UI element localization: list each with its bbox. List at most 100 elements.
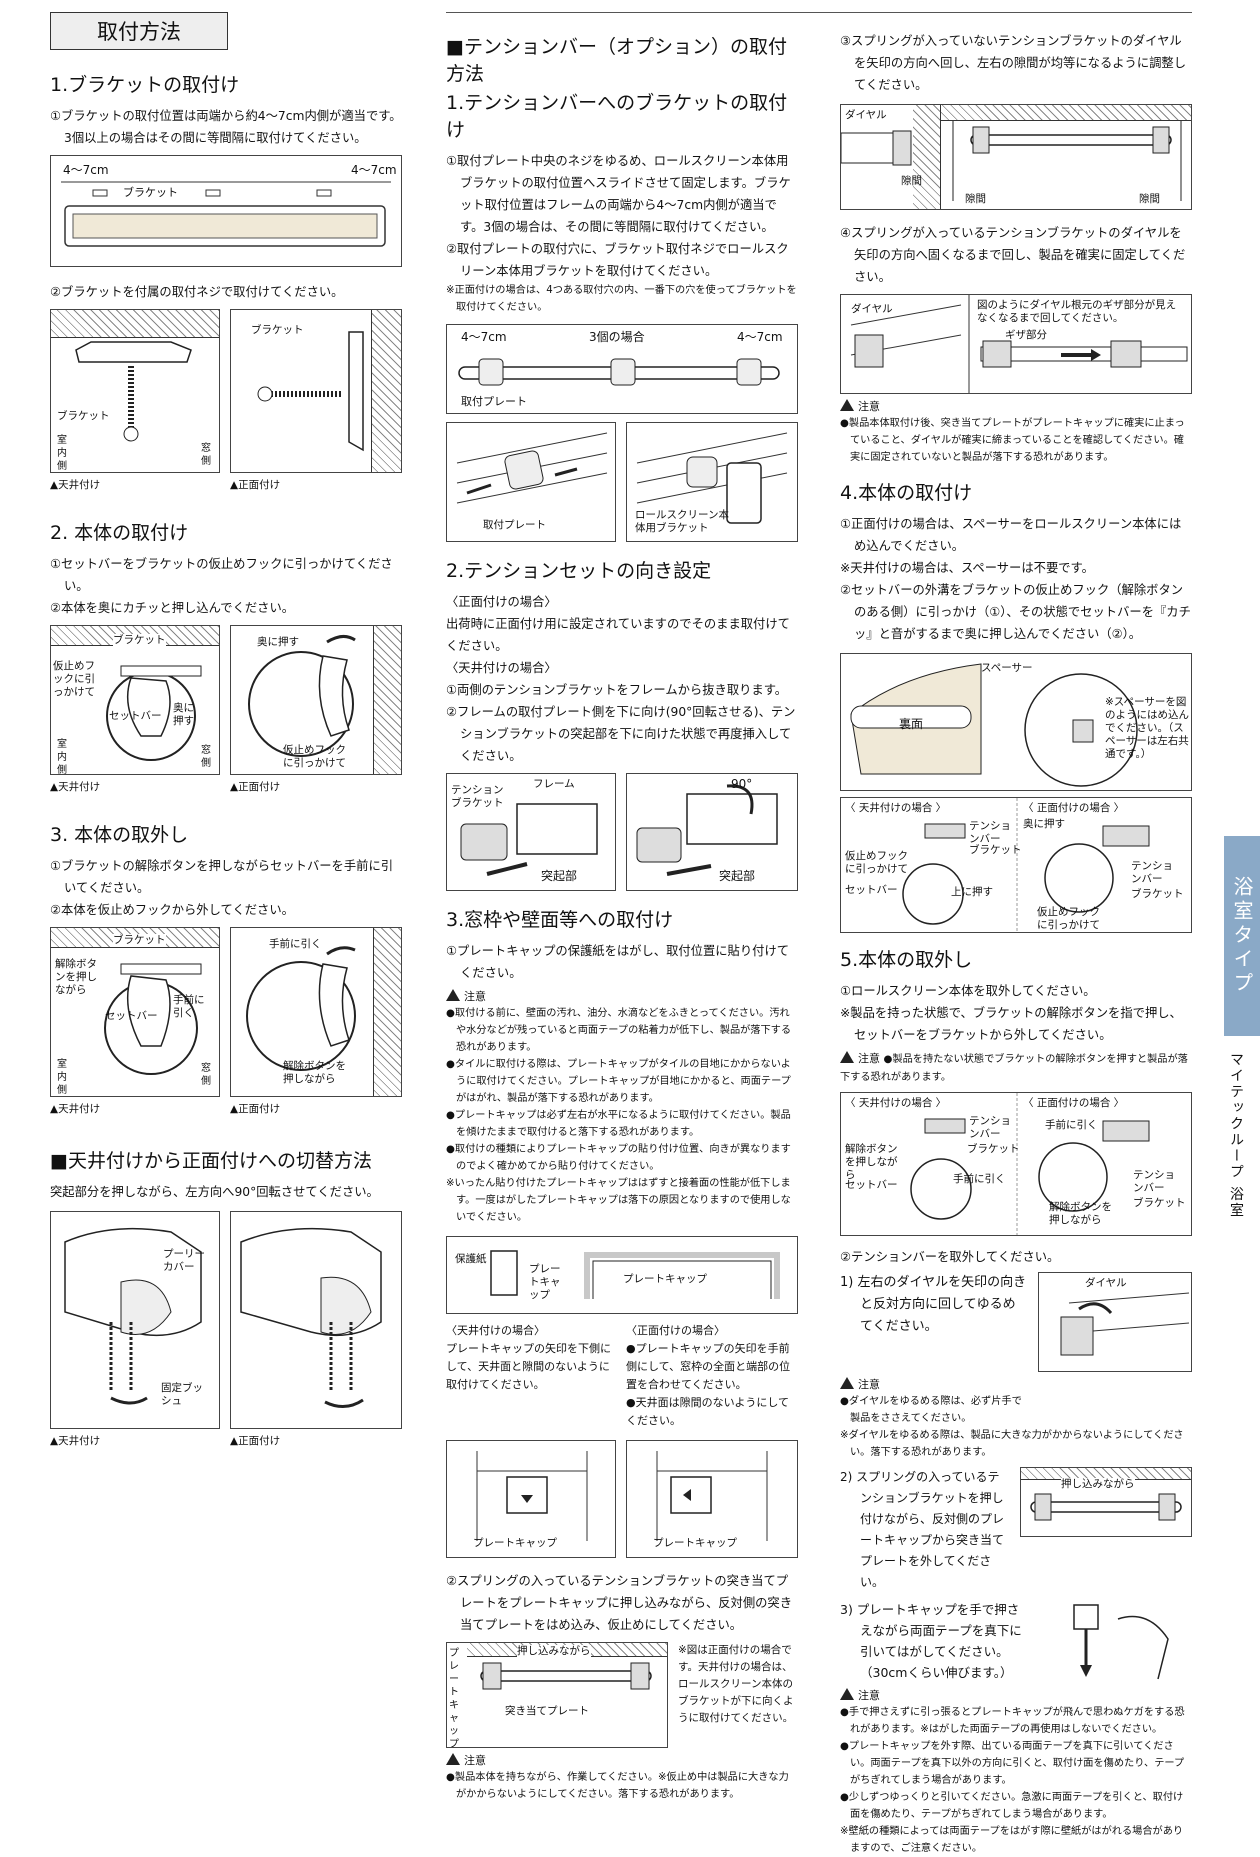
tension-remove-figure: 押し込みながら [1020, 1467, 1192, 1537]
column-2: ■テンションバー（オプション）の取付方法 1.テンションバーへのブラケットの取付… [446, 24, 798, 1803]
caption: ▲正面付け [230, 781, 281, 793]
bracket-label: ブラケット [57, 410, 110, 422]
instruction: ②本体を仮止めフックから外してください。 [50, 903, 294, 917]
cap-ceiling-figure: プレートキャップ [446, 1440, 616, 1558]
warning-item: ●プレートキャップを外す際、出ている両面テープを真下に引いてください。両面テープ… [840, 1741, 1185, 1786]
room-side-label: 室内側 [57, 1059, 67, 1096]
pulley-label: プーリーカバー [163, 1248, 205, 1273]
figure-note: ※図は正面付けの場合です。天井付けの場合は、ロールスクリーン本体のブラケットが下… [678, 1644, 794, 1724]
product-name: マイテックループ 浴室 [1228, 1052, 1244, 1219]
spacer-figure: スペーサー 裏面 ※スペーサーを図のようにはめ込んでください。（スペーサーは左右… [840, 653, 1192, 791]
tension-label: テンションバー [1131, 860, 1173, 885]
caption: ▲正面付け [230, 1103, 281, 1115]
ceiling-mount-figure: ブラケット 室内側 窓側 [50, 309, 220, 473]
plate-label: 取付プレート [483, 519, 546, 531]
instruction: ④スプリングが入っているテンションブラケットのダイヤルを矢印の方向へ固くなるまで… [840, 226, 1186, 284]
setbar-label: セットバー [109, 710, 162, 722]
pull-label: 手前に引く [269, 938, 322, 950]
warning-icon [840, 1377, 854, 1389]
room-side-label: 室内側 [57, 739, 67, 775]
push-label: 奥に押す [173, 702, 194, 727]
tension-removal-figure: 〈 天井付けの場合 〉 〈 正面付けの場合 〉 テンションバー 解除ボタンを押し… [840, 1092, 1192, 1236]
tension-attach-figure: 〈 天井付けの場合 〉 〈 正面付けの場合 〉 テンションバー ブラケット 仮止… [840, 797, 1192, 933]
instruction: ③スプリングが入っていないテンションブラケットのダイヤルを矢印の方向へ回し、左右… [840, 34, 1187, 92]
subheading: 〈 天井付けの場合 〉 [845, 802, 947, 814]
subheading: 〈 正面付けの場合 〉 [1023, 1097, 1125, 1109]
hook-label: 仮止めフックに引っかけて [1037, 906, 1100, 931]
tension-label: テンションバー [969, 1115, 1011, 1140]
push-label: 押し込みながら [1061, 1478, 1135, 1491]
pull-label: 手前に引く [173, 994, 205, 1019]
instruction: ①セットバーをブラケットの仮止めフックに引っかけてください。 [50, 557, 393, 593]
warning: 注意 [446, 988, 798, 1005]
bracket-label: ブラケット [969, 844, 1022, 856]
instruction: ②ブラケットを付属の取付ネジで取付けてください。 [50, 285, 344, 299]
subheading: 〈天井付けの場合〉 [446, 1324, 545, 1337]
warning-icon [840, 1051, 854, 1063]
tension-label: テンションバー [969, 820, 1011, 845]
note: ※正面付けの場合は、4つある取付穴の内、一番下の穴を使ってブラケットを取付けてく… [446, 285, 797, 313]
warning-item: ●手で押さえずに引っ張るとプレートキャップが飛んで思わぬケガをする恐れがあります… [840, 1707, 1185, 1735]
count-label: 3個の場合 [589, 330, 645, 344]
release-label: 解除ボタンを押しながら [845, 1143, 898, 1181]
push-label: 奥に押す [257, 636, 299, 648]
window-side-label: 窓側 [201, 1063, 211, 1087]
pull-label: 手前に引く [953, 1173, 1006, 1185]
bracket-label: ブラケット [113, 934, 166, 947]
setbar-label: セットバー [845, 884, 898, 896]
plate-label: 取付プレート [461, 395, 527, 408]
cap-label: プレートキャップ [473, 1537, 557, 1549]
instruction: ①ブラケットの解除ボタンを押しながらセットバーを手前に引いてください。 [50, 859, 394, 895]
heading-tension-direction: 2.テンションセットの向き設定 [446, 560, 712, 582]
column-3: ③スプリングが入っていないテンションブラケットのダイヤルを矢印の方向へ回し、左右… [840, 30, 1192, 1857]
tension-bar-figure: 4〜7cm 3個の場合 4〜7cm 取付プレート [446, 324, 798, 414]
heading-bracket-install: 1.ブラケットの取付け [50, 74, 240, 96]
back-label: 裏面 [899, 717, 924, 731]
release-label: 解除ボタンを押しながら [283, 1060, 346, 1085]
bush-label: 固定ブッシュ [161, 1382, 203, 1407]
bracket-label: ブラケット [1133, 1197, 1186, 1209]
warning-text: ●製品本体取付け後、突き当てプレートがプレートキャップに確実に止まっていること、… [840, 418, 1185, 463]
top-rule [446, 12, 1192, 13]
warning-list: ●手で押さえずに引っ張るとプレートキャップが飛んで思わぬケガをする恐れがあります… [840, 1704, 1192, 1857]
subheading: 〈正面付けの場合〉 [626, 1324, 725, 1337]
instruction: ①ブラケットの取付位置は両端から約4〜7cm内側が適当です。3個以上の場合はその… [50, 109, 402, 145]
tape-pull-figure [1038, 1599, 1192, 1683]
tension-bracket-figure: テンションブラケット フレーム 突起部 [446, 773, 616, 891]
warning-text: ●ダイヤルをゆるめる際は、必ず片手で製品をささえてください。 [840, 1396, 1022, 1424]
instruction: ②セットバーの外溝をブラケットの仮止めフック（解除ボタンのある側）に引っかけ（①… [840, 583, 1191, 641]
cap-front-figure: プレートキャップ [626, 1440, 798, 1558]
release-label: 解除ボタンを押しながら [1049, 1201, 1112, 1226]
heading-body-install-tension: 4.本体の取付け [840, 482, 973, 504]
dim-label: 4〜7cm [351, 163, 397, 177]
instruction: プレートキャップの矢印を下側にして、天井面と隙間のないように取付けてください。 [446, 1342, 611, 1391]
roller-illustration [61, 181, 391, 247]
warning-item: ●取付ける前に、壁面の汚れ、油分、水滴などをふきとってください。汚れや水分などが… [446, 1008, 792, 1053]
step: 3) プレートキャップを手で押さえながら両面テープを真下に引いてはがしてください… [840, 1602, 1022, 1680]
column-1: 取付方法 1.ブラケットの取付け ①ブラケットの取付位置は両端から約4〜7cm内… [50, 12, 402, 1456]
tension-install-figure: プレートキャップ 押し込みながら 突き当てプレート [446, 1642, 668, 1748]
gap-label: 隙間 [965, 193, 986, 205]
instruction: ②本体を奥にカチッと押し込んでください。 [50, 601, 295, 615]
heading-body-install: 2. 本体の取付け [50, 522, 189, 544]
note: ※天井付けの場合は、スペーサーは不要です。 [840, 561, 1094, 575]
cap-label: プレートキャップ [653, 1537, 737, 1549]
tension-label: テンションバー [1133, 1169, 1175, 1194]
protect-label: 保護紙 [455, 1253, 487, 1265]
dial-adjust-figure: ダイヤル 隙間 隙間 隙間 [840, 104, 1192, 210]
dial-label: ダイヤル [845, 109, 887, 121]
warning-icon [446, 1753, 460, 1765]
setbar-label: セットバー [845, 1179, 898, 1191]
warning-item: ●少しずつゆっくりと引いてください。急激に両面テープを引くと、取付け面を傷めたり… [840, 1792, 1184, 1820]
warning-icon [446, 989, 460, 1001]
tension-label: テンションブラケット [451, 784, 504, 809]
front-removal-figure: 手前に引く 解除ボタンを押しながら [230, 927, 402, 1097]
dim-label: 4〜7cm [737, 330, 783, 344]
heading-mount-switch: ■天井付けから正面付けへの切替方法 [50, 1150, 372, 1172]
warning: 注意 ●製品を持たない状態でブラケットの解除ボタンを押すと製品が落下する恐れがあ… [840, 1051, 1188, 1083]
stop-plate-label: 突き当てプレート [505, 1705, 589, 1717]
spacer-label: スペーサー [981, 662, 1033, 674]
switch-front-figure [230, 1211, 402, 1429]
heading-body-removal-tension: 5.本体の取外し [840, 949, 973, 971]
subheading: 〈天井付けの場合〉 [446, 661, 557, 675]
